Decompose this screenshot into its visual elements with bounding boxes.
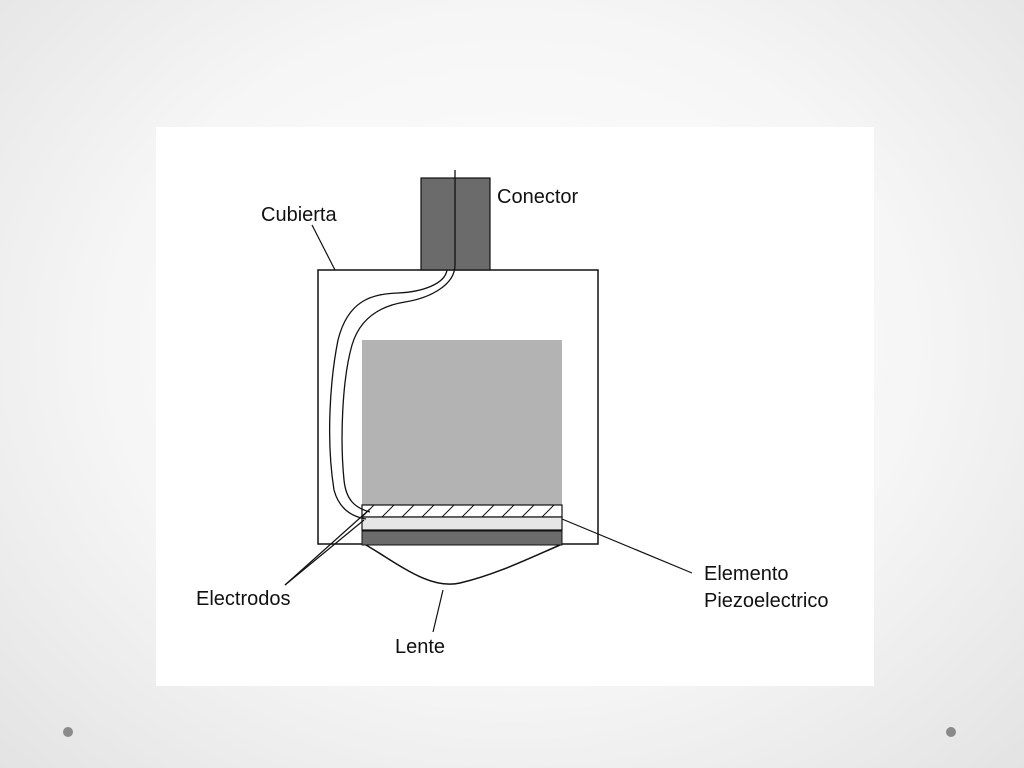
piezo-label-line1: Elemento: [704, 563, 789, 585]
hatched-electrode-layer: [361, 504, 563, 518]
lens-leader: [432, 589, 444, 633]
electrode-cable: [328, 170, 456, 520]
connector-label: Conector: [497, 186, 578, 208]
piezo-leader: [561, 518, 693, 574]
cover-leader: [311, 224, 336, 271]
piezo-element: [361, 516, 563, 531]
electrodes-label: Electrodos: [196, 588, 291, 610]
electrodes-leader-lower: [284, 519, 365, 586]
lens-curve: [365, 544, 561, 585]
bottom-electrode: [361, 530, 563, 546]
electrodes-leader-upper: [284, 508, 371, 586]
nav-dot-right: [946, 727, 956, 737]
cover-label: Cubierta: [261, 204, 337, 226]
lens-label: Lente: [395, 636, 445, 658]
leader-lines: [284, 224, 693, 633]
piezo-label-line2: Piezoelectrico: [704, 590, 829, 612]
nav-dot-left: [63, 727, 73, 737]
backing-block: [362, 340, 562, 505]
